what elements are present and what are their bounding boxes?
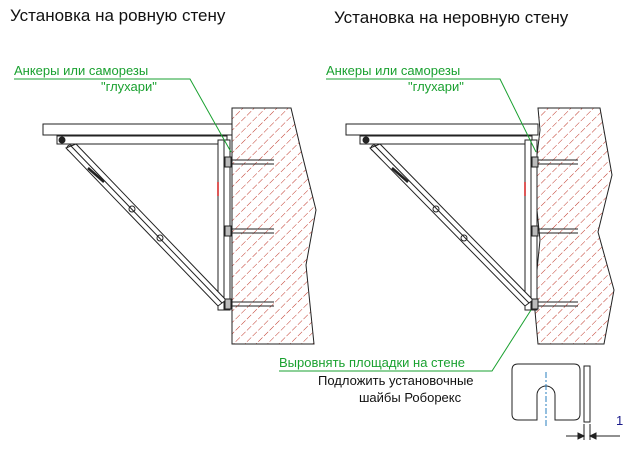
shelf-bracket-right (345, 123, 578, 311)
anchors-sublabel-left: "глухари" (101, 79, 157, 94)
title-flat-wall: Установка на ровную стену (10, 6, 226, 25)
align-pads-label: Выровнять площадки на стене (279, 355, 465, 370)
anchors-sublabel-right: "глухари" (408, 79, 464, 94)
anchors-label-left: Анкеры или саморезы (14, 63, 149, 78)
anchor-screw-left-bottom (224, 298, 274, 310)
washers-label-line1: Подложить установочные (318, 373, 474, 388)
washers-label-line2: шайбы Роборекс (359, 390, 462, 405)
anchor-screw-right-mid (531, 225, 578, 237)
anchor-screw-left-mid (224, 225, 274, 237)
washer-detail (511, 363, 620, 440)
anchors-label-right: Анкеры или саморезы (326, 63, 461, 78)
anchor-screw-left-top (224, 156, 274, 168)
leader-lines (14, 78, 537, 372)
wall-uneven (533, 107, 615, 345)
title-uneven-wall: Установка на неровную стену (334, 8, 569, 27)
washer-thickness-value: 1 (616, 413, 624, 428)
anchor-screw-right-bottom (531, 298, 578, 310)
shelf-bracket-left (42, 123, 274, 311)
wall-flat (231, 107, 317, 345)
anchor-screw-right-top (531, 156, 578, 168)
